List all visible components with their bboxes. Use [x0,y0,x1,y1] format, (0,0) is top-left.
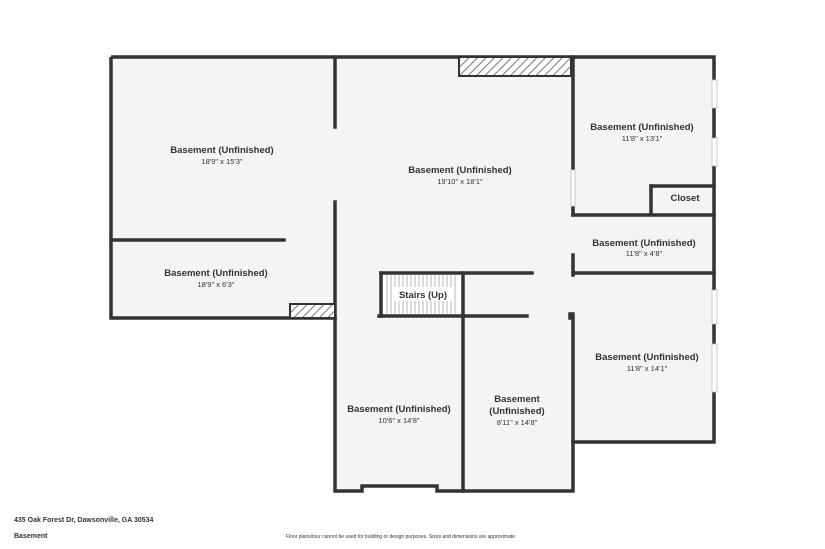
room-dimensions: 11'8" x 14'1" [627,364,668,373]
floor-name: Basement [14,533,48,540]
hatched-area-left [289,303,336,319]
windows [570,79,718,393]
room-label: Basement [494,394,540,405]
room-dimensions: 10'6" x 14'8" [378,416,419,425]
room-dimensions: 8'11" x 14'8" [497,418,538,427]
disclaimer: Floor plans/tour cannot be used for buil… [286,534,517,540]
stairs-label-bg [394,287,452,301]
room-label-stairs: Stairs (Up) [399,290,447,301]
room-label: Basement (Unfinished) [347,404,450,415]
property-address: 435 Oak Forest Dr, Dawsonville, GA 30534 [14,517,154,524]
room-label-closet: Closet [670,193,700,204]
room-label: Basement (Unfinished) [164,268,267,279]
interior-walls [109,55,716,493]
room-label: Basement (Unfinished) [592,238,695,249]
room-label: Basement (Unfinished) [170,145,273,156]
room-dimensions: 11'8" x 4'8" [626,249,663,258]
room-dimensions: 18'9" x 15'3" [201,157,242,166]
room-dimensions: 19'10" x 18'1" [437,177,483,186]
room-dimensions: 11'8" x 13'1" [622,134,663,143]
room-dimensions: 18'9" x 6'3" [198,280,235,289]
room-label: Basement (Unfinished) [590,122,693,133]
room-label: Basement (Unfinished) [595,352,698,363]
room-label: Basement (Unfinished) [408,165,511,176]
room-label-line2: (Unfinished) [489,406,544,417]
hatched-area-top [458,56,572,77]
